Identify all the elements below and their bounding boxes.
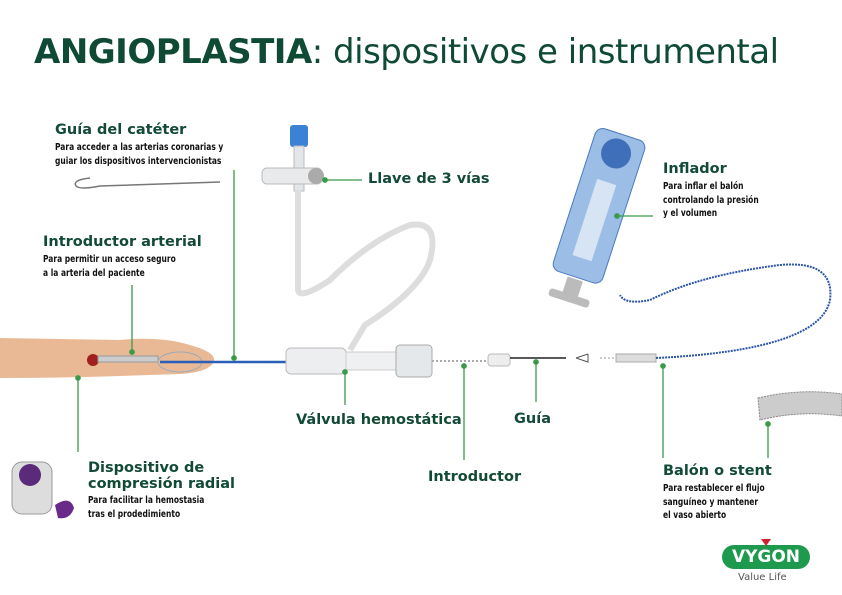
- hemostatic-valve-image: [285, 347, 347, 375]
- label-desc: Para facilitar la hemostasia: [88, 495, 205, 506]
- leader-lines: [75, 170, 771, 460]
- label-title: Introductor arterial: [43, 234, 202, 250]
- label-desc: el vaso abierto: [663, 510, 727, 521]
- label-valvula: Válvula hemostática: [296, 412, 462, 428]
- label-title: Dispositivo de: [88, 460, 205, 476]
- puncture-site: [87, 354, 99, 366]
- guide-catheter-image: [74, 177, 221, 189]
- label-desc: guiar los dispositivos intervencionistas: [55, 155, 222, 167]
- label-title: Balón o stent: [663, 463, 772, 479]
- label-desc: tras el prodedimiento: [88, 508, 181, 520]
- tubing: [295, 190, 436, 352]
- label-introductor: Introductor: [428, 469, 522, 485]
- vygon-logo: VYGON: [722, 545, 810, 569]
- stent-image: [757, 391, 842, 421]
- introducer-image: [487, 353, 511, 367]
- label-desc: y el volumen: [663, 208, 718, 219]
- label-desc: Para inflar el balón: [663, 181, 744, 192]
- label-title: compresión radial: [88, 476, 236, 492]
- label-title: Guía del catéter: [55, 122, 187, 138]
- balloon-catheter-coil: [619, 263, 832, 359]
- label-desc: Para restablecer el flujo: [663, 483, 765, 494]
- page-title: ANGIOPLASTIA: dispositivos e instrumenta…: [34, 32, 779, 72]
- arterial-introducer-image: [97, 355, 159, 363]
- label-desc: sanguíneo y mantener: [663, 496, 759, 508]
- label-compresion: Dispositivo de compresión radial Para fa…: [88, 460, 235, 521]
- label-desc: controlando la presión: [663, 194, 759, 206]
- label-balon: Balón o stent Para restablecer el flujo …: [663, 463, 779, 523]
- label-desc: Para permitir un acceso seguro: [43, 254, 176, 265]
- title-rest: : dispositivos e instrumental: [311, 32, 779, 72]
- label-introductor-arterial: Introductor arterial Para permitir un ac…: [43, 234, 202, 280]
- logo-triangle-icon: [761, 539, 771, 546]
- label-guia-cateter: Guía del catéter Para acceder a las arte…: [55, 122, 246, 168]
- inflator-image: [548, 128, 646, 308]
- label-title: Inflador: [663, 161, 727, 177]
- brand-tagline: Value Life: [738, 572, 787, 583]
- label-inflador: Inflador Para inflar el balón controland…: [663, 161, 772, 221]
- logo-text: VYGON: [731, 547, 801, 567]
- title-bold: ANGIOPLASTIA: [34, 32, 312, 72]
- label-desc: Para acceder a las arterias coronarias y: [55, 142, 224, 153]
- label-llave: Llave de 3 vías: [368, 171, 490, 187]
- label-desc: a la arteria del paciente: [43, 267, 145, 279]
- label-guia: Guía: [514, 411, 551, 427]
- stopcock-cap: [290, 125, 308, 147]
